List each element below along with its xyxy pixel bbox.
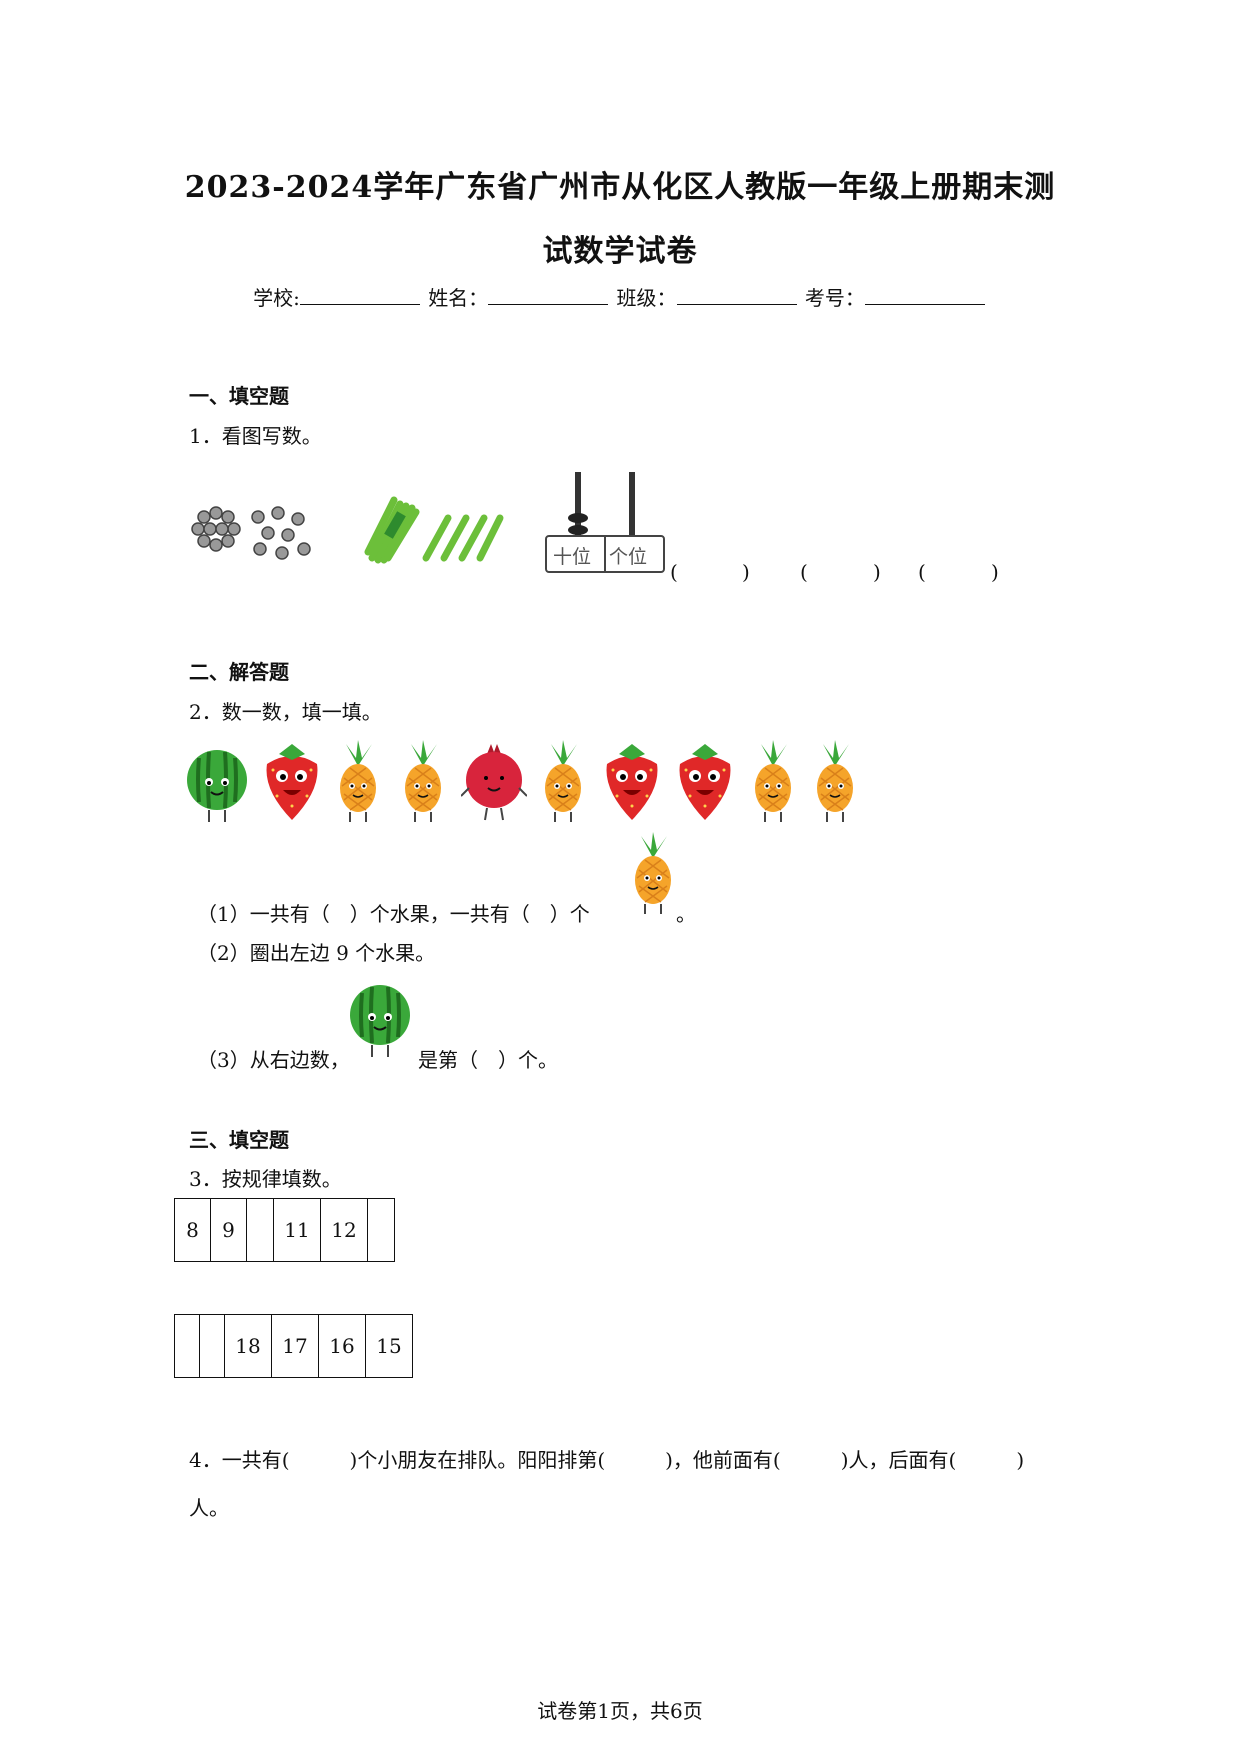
seq1-blank-cell[interactable] <box>246 1198 274 1262</box>
seq1-cell: 12 <box>320 1198 368 1262</box>
counting-beads-image <box>191 506 311 560</box>
school-label: 学校: <box>253 286 300 310</box>
answer-blank-3-open: ( <box>918 560 926 584</box>
seq1-blank-cell[interactable] <box>367 1198 395 1262</box>
question-2-sub3-a: （3）从右边数， <box>197 1048 350 1072</box>
bundle-band <box>384 511 406 539</box>
abacus-image: 十位 个位 <box>545 470 665 574</box>
section-2-heading: 二、解答题 <box>189 660 289 684</box>
section-3-heading: 三、填空题 <box>189 1128 289 1152</box>
page-title-line2: 试数学试卷 <box>542 234 698 269</box>
question-1-text: 1．看图写数。 <box>189 424 322 448</box>
question-2-sub1: （1）一共有（ ）个水果，一共有（ ）个 <box>197 898 590 927</box>
class-label: 班级： <box>616 286 677 310</box>
question-2-sub3-b: 是第（ ）个。 <box>418 1048 558 1072</box>
counting-sticks-image <box>364 496 504 564</box>
pineapple-icon <box>405 740 441 822</box>
page-footer: 试卷第1页，共6页 <box>537 1699 703 1723</box>
name-label: 姓名： <box>428 286 489 310</box>
question-4-line1: 4．一共有( )个小朋友在排队。阳阳排第( )，他前面有( )人，后面有( ) <box>189 1448 1025 1472</box>
strawberry-icon <box>679 744 731 820</box>
class-blank <box>676 286 797 305</box>
bead-loose-group <box>251 506 311 560</box>
school-blank <box>299 286 420 305</box>
pineapple-icon <box>755 740 791 822</box>
section-1-heading: 一、填空题 <box>189 384 289 408</box>
answer-blank-3-close: ) <box>991 560 999 584</box>
seq2-blank-cell[interactable] <box>174 1314 200 1378</box>
seq2-blank-cell[interactable] <box>199 1314 225 1378</box>
abacus-tens-label: 十位 <box>553 546 592 568</box>
page-title-line1: 2023-2024学年广东省广州市从化区人教版一年级上册期末测 <box>184 170 1056 205</box>
exam-no-blank <box>864 286 985 305</box>
pineapple-icon <box>545 740 581 822</box>
seq2-cell: 15 <box>365 1314 413 1378</box>
exam-no-label: 考号： <box>804 286 865 310</box>
student-info-row: 学校: 姓名： 班级： 考号： <box>0 282 1240 311</box>
strawberry-icon <box>266 744 318 820</box>
answer-blank-1-open: ( <box>670 560 678 584</box>
watermelon-icon <box>350 985 410 1057</box>
seq1-cell: 11 <box>273 1198 321 1262</box>
answer-blank-2-open: ( <box>800 560 808 584</box>
loose-sticks <box>422 514 504 562</box>
question-2-sub2: （2）圈出左边 9 个水果。 <box>197 941 436 965</box>
sub1-end: 。 <box>676 902 696 926</box>
seq2-cell: 18 <box>224 1314 272 1378</box>
strawberry-icon <box>606 744 658 820</box>
abacus-ones-label: 个位 <box>609 546 648 568</box>
question-3-text: 3．按规律填数。 <box>189 1167 342 1191</box>
pineapple-icon <box>635 832 671 914</box>
name-blank <box>488 286 609 305</box>
question-4-line2: 人。 <box>189 1496 229 1520</box>
sequence-table-2: 18 17 16 15 <box>174 1314 413 1378</box>
answer-blank-2-close: ) <box>873 560 881 584</box>
pomegranate-icon <box>461 744 527 821</box>
watermelon-icon <box>187 750 247 822</box>
seq2-cell: 16 <box>318 1314 366 1378</box>
seq1-cell: 9 <box>210 1198 247 1262</box>
fruit-row <box>185 740 865 824</box>
seq2-cell: 17 <box>271 1314 319 1378</box>
pineapple-icon <box>817 740 853 822</box>
seq1-cell: 8 <box>174 1198 211 1262</box>
sequence-table-1: 8 9 11 12 <box>174 1198 395 1262</box>
sub1-text: （1）一共有（ ）个水果，一共有（ ）个 <box>197 902 590 926</box>
pineapple-icon <box>340 740 376 822</box>
bead-ring-ten <box>191 506 241 552</box>
question-2-text: 2．数一数，填一填。 <box>189 700 382 724</box>
answer-blank-1-close: ) <box>742 560 750 584</box>
